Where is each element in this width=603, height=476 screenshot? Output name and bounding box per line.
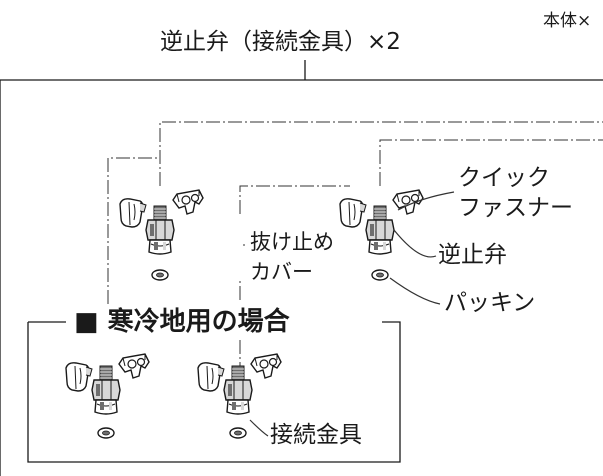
cold-region-title-text: 寒冷地用の場合 (107, 307, 290, 337)
quick-fastener-label-1: クイック (458, 165, 550, 191)
title-label: 逆止弁（接続金具）×2 (160, 29, 401, 55)
leader-line (393, 229, 437, 258)
quick-fastener (392, 189, 424, 215)
leader-line (397, 191, 455, 211)
packing-hole (156, 272, 164, 278)
check-valve-label: 逆止弁 (438, 242, 507, 268)
check-valve (91, 365, 121, 415)
outer-frame (0, 79, 603, 476)
cold-region-frame (27, 321, 401, 463)
square-bullet-icon: ■ (74, 307, 99, 337)
packing-hole (102, 430, 110, 436)
check-valve (145, 205, 175, 255)
packing-hole (234, 430, 242, 436)
retaining-cover-label-2: カバー (250, 260, 313, 284)
check-valve (365, 205, 395, 255)
fitting-label: 接続金具 (270, 422, 362, 448)
leader-line (249, 419, 269, 437)
corner-label: 本体× (543, 11, 592, 31)
retaining-cover (339, 198, 367, 228)
retaining-cover (65, 362, 93, 392)
quick-fastener (172, 189, 204, 215)
packing-label: パッキン (444, 290, 536, 316)
quick-fastener (250, 353, 282, 379)
packing-hole (376, 272, 384, 278)
retaining-cover (119, 198, 147, 228)
retaining-cover-label-1: 抜け止め (250, 230, 334, 254)
bracket-lines (107, 121, 603, 382)
retaining-cover (197, 362, 225, 392)
check-valve (223, 365, 253, 415)
leader-line (389, 277, 441, 305)
cold-region-title: ■ 寒冷地用の場合 (70, 309, 294, 335)
quick-fastener (118, 353, 150, 379)
quick-fastener-label-2: ファスナー (458, 195, 573, 221)
